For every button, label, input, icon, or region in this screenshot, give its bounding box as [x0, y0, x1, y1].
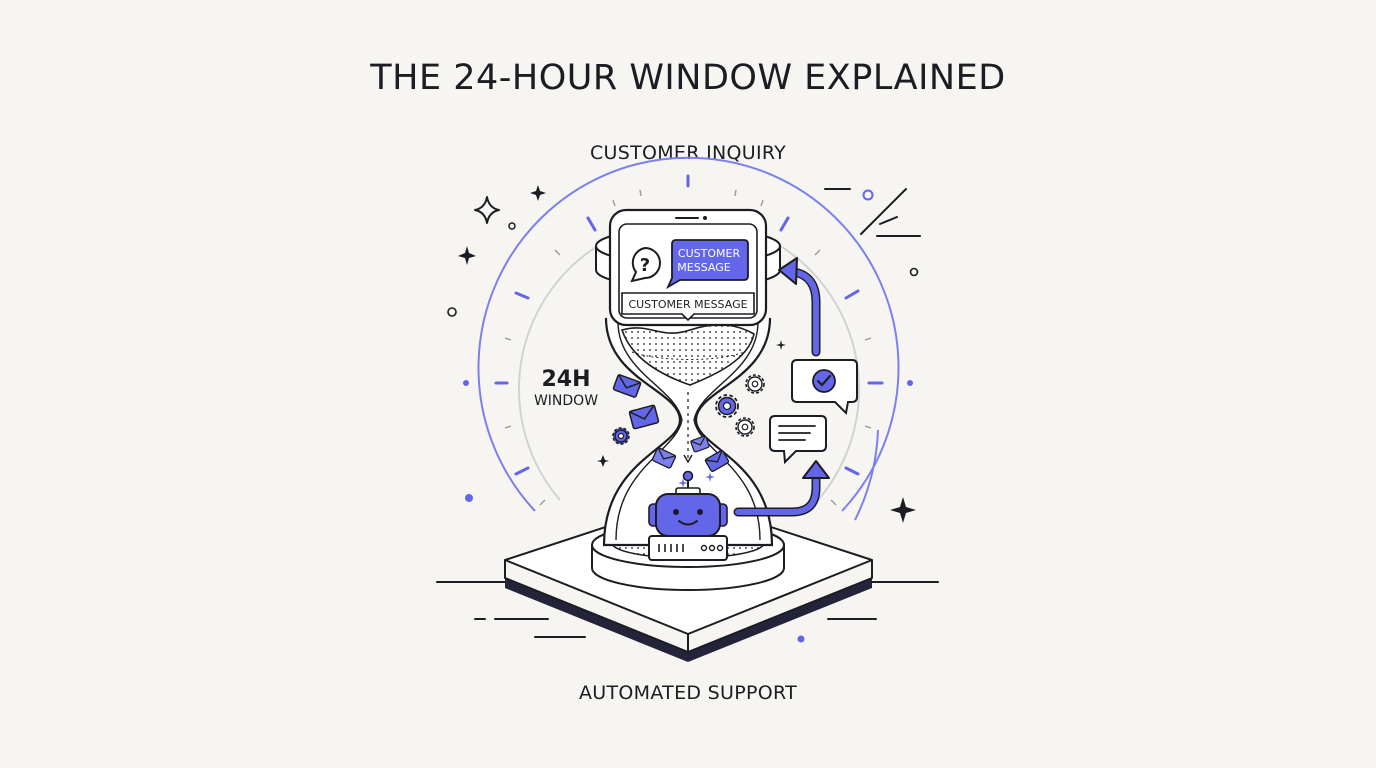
gear-icon — [735, 417, 755, 437]
bubble-line-2: MESSAGE — [677, 261, 730, 274]
dial-ticks — [494, 174, 884, 476]
sparkle-icon — [597, 455, 609, 467]
window-hours: 24H — [541, 367, 590, 392]
gear-icon — [612, 427, 630, 445]
robot-icon — [648, 470, 728, 561]
checkmark-chat-icon — [791, 359, 858, 416]
window-label: WINDOW — [534, 393, 598, 409]
sparkle-icon — [474, 196, 500, 224]
arrow-up-icon — [778, 257, 821, 357]
sparkle-icon — [530, 185, 546, 201]
sparkle-icon — [705, 472, 715, 482]
customer-inquiry-label: CUSTOMER INQUIRY — [589, 142, 787, 164]
question-chat-icon: ? — [630, 246, 661, 283]
page-title: THE 24-HOUR WINDOW EXPLAINED — [370, 58, 1006, 98]
caption-text: CUSTOMER MESSAGE — [628, 298, 747, 311]
envelope-icon — [628, 404, 660, 430]
automated-support-label: AUTOMATED SUPPORT — [578, 682, 798, 704]
question-mark: ? — [640, 255, 650, 276]
gear-icon — [715, 394, 739, 418]
sparkle-icon — [678, 478, 688, 488]
arrow-up-icon — [733, 460, 830, 517]
envelope-icon — [690, 435, 710, 453]
text-chat-icon — [769, 415, 827, 465]
envelope-icon — [704, 449, 730, 472]
gear-icon — [745, 374, 765, 394]
envelope-icon — [612, 374, 642, 398]
sparkle-icon — [458, 246, 476, 265]
envelope-icon — [651, 447, 677, 469]
customer-message-caption: CUSTOMER MESSAGE — [621, 292, 755, 322]
bubble-line-1: CUSTOMER — [678, 247, 741, 260]
customer-message-bubble: CUSTOMER MESSAGE — [666, 239, 749, 290]
sparkle-icon — [890, 497, 916, 523]
sparkle-icon — [776, 340, 786, 350]
dial-minor-ticks — [504, 189, 872, 506]
